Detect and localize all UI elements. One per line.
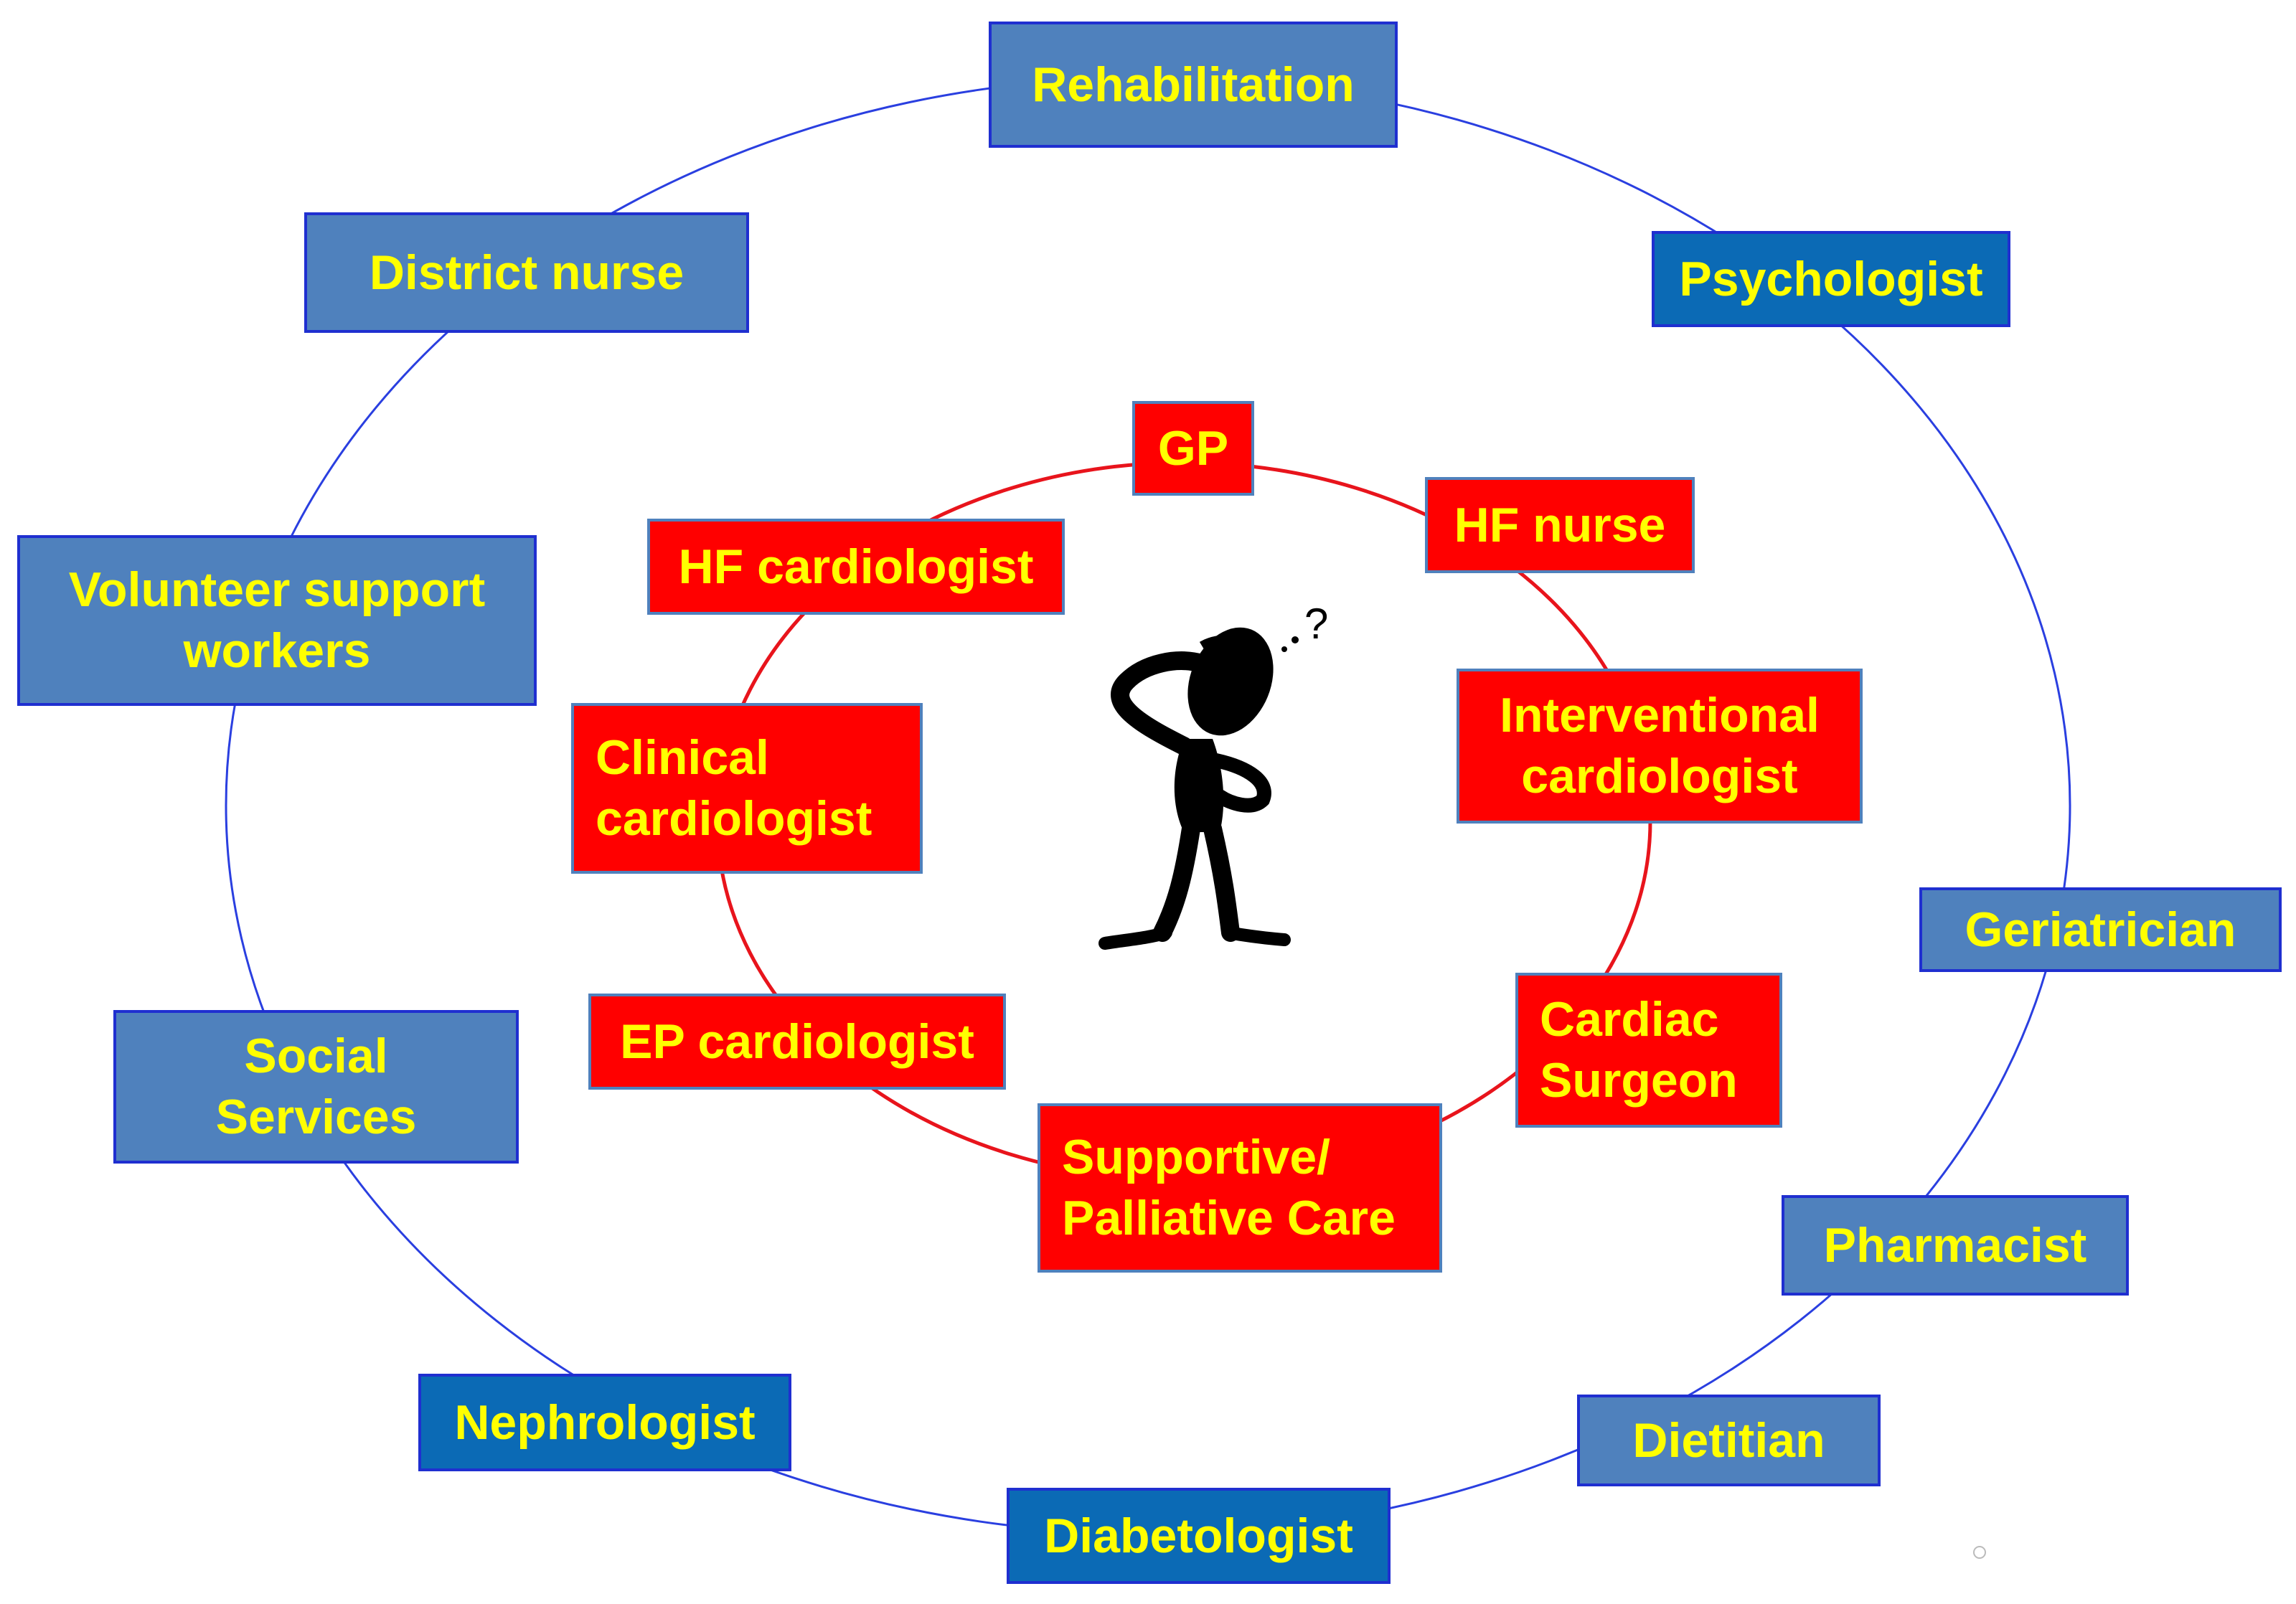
node-rehabilitation: Rehabilitation xyxy=(989,22,1398,148)
node-gp: GP xyxy=(1132,401,1254,496)
node-supportive-palliative-care: Supportive/ Palliative Care xyxy=(1038,1103,1442,1273)
node-clinical-cardiologist: Clinical cardiologist xyxy=(571,703,923,874)
node-hf-nurse: HF nurse xyxy=(1425,477,1695,573)
confused-person-icon: ? xyxy=(1098,600,1328,950)
node-nephrologist: Nephrologist xyxy=(418,1374,791,1471)
node-district-nurse: District nurse xyxy=(304,212,749,333)
node-psychologist: Psychologist xyxy=(1652,231,2010,327)
node-volunteer-support-workers: Volunteer support workers xyxy=(17,535,537,706)
small-circle-mark xyxy=(1973,1546,1986,1559)
node-dietitian: Dietitian xyxy=(1577,1395,1881,1486)
node-geriatrician: Geriatrician xyxy=(1919,887,2282,972)
node-diabetologist: Diabetologist xyxy=(1007,1488,1391,1584)
question-mark: ? xyxy=(1304,600,1328,648)
node-hf-cardiologist: HF cardiologist xyxy=(647,519,1065,615)
node-social-services: Social Services xyxy=(113,1010,519,1164)
node-ep-cardiologist: EP cardiologist xyxy=(588,994,1006,1090)
node-pharmacist: Pharmacist xyxy=(1782,1195,2129,1296)
node-cardiac-surgeon: Cardiac Surgeon xyxy=(1515,973,1782,1128)
node-interventional-cardiologist: Interventional cardiologist xyxy=(1457,669,1863,824)
